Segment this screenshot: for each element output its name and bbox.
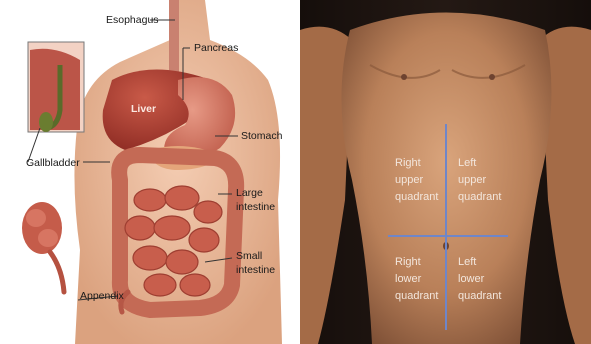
label-gallbladder: Gallbladder (26, 157, 80, 169)
quadrant-panel: Right upper quadrant Left upper quadrant… (300, 0, 591, 344)
label-stomach: Stomach (241, 130, 283, 142)
label-pancreas: Pancreas (194, 42, 238, 54)
right-nipple (401, 74, 407, 80)
label-liver: Liver (131, 103, 156, 115)
label-small-intestine-line1: Small (236, 250, 262, 262)
label-large-intestine-line1: Large (236, 187, 263, 199)
label-large-intestine-line2: intestine (236, 201, 275, 213)
digestive-panel: Esophagus Pancreas Liver Stomach Gallbla… (0, 0, 296, 344)
left-nipple (489, 74, 495, 80)
label-esophagus: Esophagus (106, 14, 159, 26)
gallbladder-inset (28, 42, 84, 132)
label-appendix: Appendix (80, 290, 125, 302)
label-small-intestine-line2: intestine (236, 264, 275, 276)
